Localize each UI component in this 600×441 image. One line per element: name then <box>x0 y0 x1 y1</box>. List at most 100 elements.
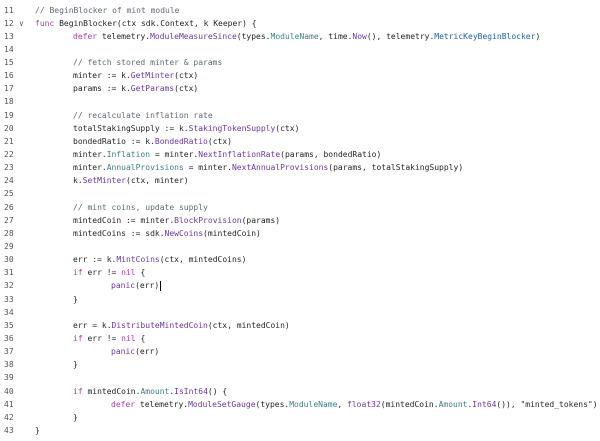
code-line[interactable]: 16 minter := k.GetMinter(ctx) <box>0 69 600 82</box>
line-number: 38 <box>4 360 14 370</box>
code-token: NewCoins <box>164 228 204 238</box>
code-text: } <box>73 293 78 306</box>
code-token: = minter. <box>183 163 232 173</box>
code-line[interactable]: 15// fetch stored minter & params <box>0 56 600 69</box>
code-line[interactable]: 33} <box>0 293 600 306</box>
code-token: ()), <box>496 399 521 409</box>
code-token: "minted_tokens" <box>520 399 593 409</box>
code-token: float32 <box>347 399 381 409</box>
line-number: 37 <box>4 347 14 357</box>
code-text: panic(err) <box>111 279 162 292</box>
code-text: if err != nil { <box>73 332 145 345</box>
code-text: panic(err) <box>111 345 159 358</box>
code-token: err != <box>82 334 122 344</box>
line-number: 31 <box>4 268 14 278</box>
code-token: nil <box>121 334 136 344</box>
code-line[interactable]: 37 panic(err) <box>0 345 600 358</box>
code-token: . <box>169 386 175 396</box>
code-token: GetMinter <box>130 71 175 81</box>
line-number: 24 <box>4 176 14 186</box>
line-number: 19 <box>4 110 14 120</box>
code-line[interactable]: 41 defer telemetry.ModuleSetGauge(types.M… <box>0 398 600 411</box>
code-text: if mintedCoin.Amount.IsInt64() { <box>73 385 227 398</box>
code-text: func BeginBlocker(ctx sdk.Context, k Kee… <box>35 17 257 30</box>
code-token: , <box>337 399 348 409</box>
code-token: mintedCoins := sdk. <box>73 228 165 238</box>
fold-chevron-icon[interactable]: ∨ <box>19 18 24 28</box>
code-text: defer telemetry.ModuleSetGauge(types.Mod… <box>111 398 598 411</box>
code-line[interactable]: 26// mint coins, update supply <box>0 201 600 214</box>
code-token: NextInflationRate <box>198 150 281 160</box>
code-token: (ctx) <box>207 136 232 146</box>
code-token: ModuleSetGauge <box>188 399 256 409</box>
code-line[interactable]: 25 <box>0 187 600 200</box>
code-line[interactable]: 11// BeginBlocker of mint module <box>0 4 600 17</box>
code-token: minter. <box>73 150 107 160</box>
code-text: // fetch stored minter & params <box>73 56 222 69</box>
code-text: minter.AnnualProvisions = minter.NextAnn… <box>73 161 463 174</box>
line-number: 23 <box>4 163 14 173</box>
code-token: nil <box>121 268 136 278</box>
code-token: defer <box>111 399 136 409</box>
code-token: defer <box>73 31 98 41</box>
code-token: (), telemetry. <box>366 31 435 41</box>
line-number: 16 <box>4 71 14 81</box>
code-line[interactable]: 23 minter.AnnualProvisions = minter.NextA… <box>0 161 600 174</box>
code-token: // fetch stored minter & params <box>73 58 223 68</box>
code-text: params := k.GetParams(ctx) <box>73 82 198 95</box>
code-text: err := k.MintCoins(ctx, mintedCoins) <box>73 253 246 266</box>
line-number: 14 <box>4 44 14 54</box>
code-token: (params, totalStakingSupply) <box>328 163 464 173</box>
code-token: (types. <box>236 31 271 41</box>
code-token: (err) <box>135 281 160 291</box>
line-number: 43 <box>4 426 14 435</box>
code-token: (ctx, mintedCoin) <box>207 320 290 330</box>
code-text: minter := k.GetMinter(ctx) <box>73 69 198 82</box>
code-token: AnnualProvisions <box>106 163 184 173</box>
code-line[interactable]: 43} <box>0 424 600 437</box>
code-line[interactable]: 19// recalculate inflation rate <box>0 109 600 122</box>
code-token: telemetry. <box>97 31 151 41</box>
code-line[interactable]: 14 <box>0 43 600 56</box>
code-line[interactable]: 42} <box>0 411 600 424</box>
code-token: err = k. <box>73 320 112 330</box>
code-token: , time. <box>318 31 353 41</box>
code-line[interactable]: 38} <box>0 358 600 371</box>
code-line[interactable]: 39 <box>0 371 600 384</box>
code-token: MintCoins <box>116 255 160 265</box>
code-line[interactable]: 20 totalStakingSupply := k.StakingTokenSu… <box>0 122 600 135</box>
code-token: (params, bondedRatio) <box>280 150 382 160</box>
line-number: 41 <box>4 399 14 409</box>
code-token: (params) <box>241 215 281 225</box>
code-line[interactable]: 34 <box>0 306 600 319</box>
code-line[interactable]: 12∨func BeginBlocker(ctx sdk.Context, k … <box>0 17 600 30</box>
code-token: (ctx, minter) <box>126 176 189 186</box>
line-number: 20 <box>4 123 14 133</box>
code-token: } <box>73 360 78 370</box>
code-token: mintedCoin. <box>82 386 141 396</box>
code-token: telemetry. <box>135 399 189 409</box>
code-token: } <box>35 426 40 435</box>
code-token: Now <box>352 31 367 41</box>
code-token: minter. <box>73 163 107 173</box>
code-text: totalStakingSupply := k.StakingTokenSupp… <box>73 122 299 135</box>
code-line[interactable]: 18 <box>0 95 600 108</box>
code-line[interactable]: 29 <box>0 240 600 253</box>
code-token: NextAnnualProvisions <box>231 163 329 173</box>
code-token: Inflation <box>106 150 151 160</box>
line-number: 27 <box>4 215 14 225</box>
